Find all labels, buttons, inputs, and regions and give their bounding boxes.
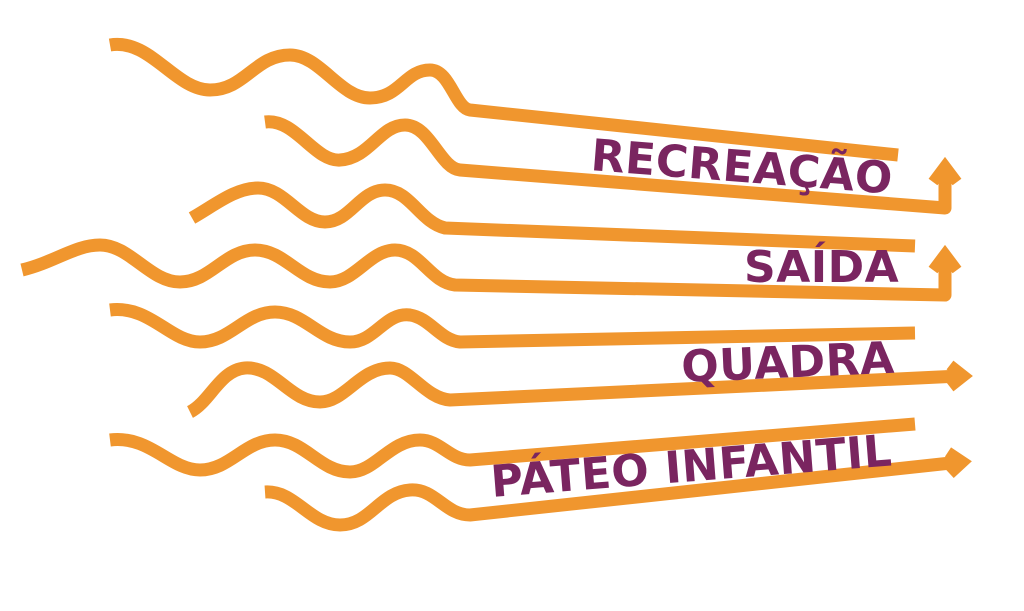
arrow-up-icon-saida — [928, 244, 962, 274]
destination-label-quadra: QUADRA — [680, 333, 895, 393]
path-line-quadra-lower — [186, 361, 961, 418]
path-line-recreacao-lower — [264, 115, 952, 215]
path-line-saida-upper — [188, 181, 916, 253]
path-line-saida-lower — [20, 238, 952, 302]
path-line-pateo-infantil-lower — [264, 455, 961, 532]
destination-label-saida: SAÍDA — [744, 240, 899, 293]
arrow-right-icon-quadra — [946, 360, 973, 392]
path-line-recreacao-upper — [108, 37, 899, 162]
arrow-right-icon-pateo-infantil — [944, 447, 972, 479]
path-line-quadra-upper — [109, 303, 916, 349]
path-line-pateo-infantil-upper — [109, 417, 916, 479]
arrow-up-icon-recreacao — [928, 156, 962, 186]
